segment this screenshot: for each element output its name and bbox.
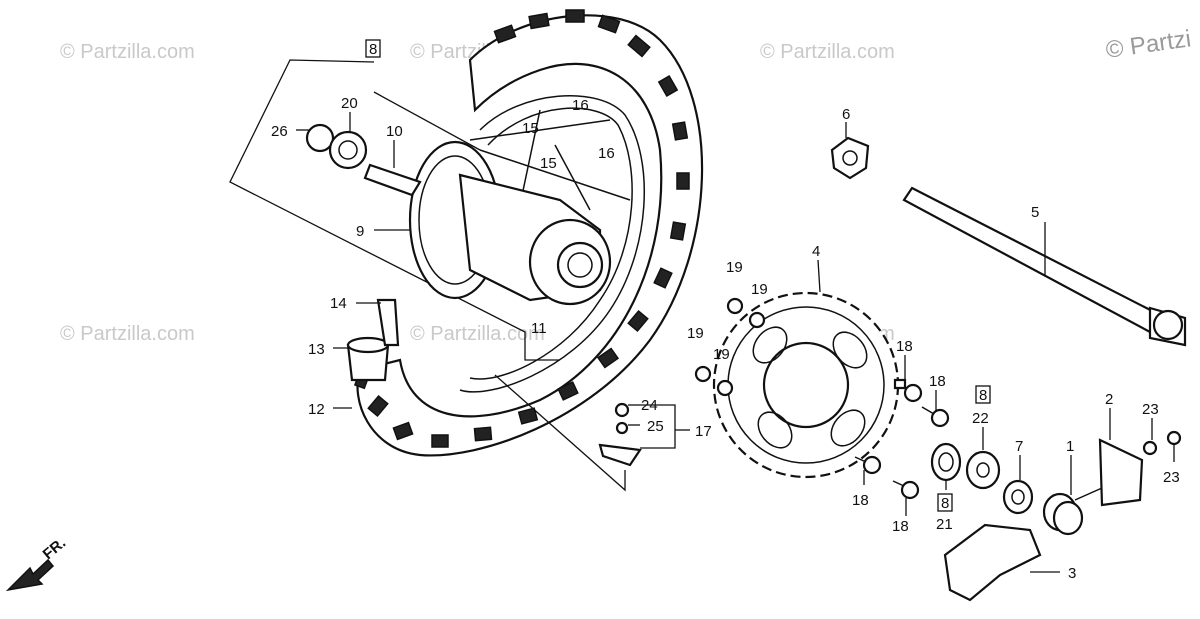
callout-21: 21	[936, 516, 953, 533]
hub-small-parts	[305, 123, 422, 197]
tire-tread	[353, 9, 690, 448]
callout-17: 17	[695, 423, 712, 440]
front-direction-label: FR.	[40, 535, 69, 564]
hub-bracket-lines	[229, 59, 560, 361]
callout-24: 24	[641, 397, 658, 414]
callout-26: 26	[271, 123, 288, 140]
callout-23: 23	[1142, 401, 1159, 418]
rear-axle	[902, 186, 1187, 347]
callout-20: 20	[341, 95, 358, 112]
rear-rim	[459, 94, 645, 393]
callout-19: 19	[687, 325, 704, 342]
boxed-mark-8-mid: 8	[979, 387, 987, 404]
boxed-mark-8-top: 8	[369, 41, 377, 58]
callout-10: 10	[386, 123, 403, 140]
callout-15: 15	[522, 120, 539, 137]
watermark-text: © Partzilla.com	[60, 323, 195, 345]
callout-25: 25	[647, 418, 664, 435]
sprocket-nuts	[694, 297, 766, 397]
driven-sprocket	[712, 291, 900, 479]
axle-nut	[830, 136, 870, 180]
leader-lines	[296, 112, 1175, 573]
callout-12: 12	[308, 401, 325, 418]
watermark-text: © Partzilla.com	[410, 323, 545, 345]
sprocket-bolts	[854, 378, 950, 500]
callout-16: 16	[598, 145, 615, 162]
callout-11: 11	[531, 320, 547, 337]
callout-13: 13	[308, 341, 325, 358]
watermark-text: © Partzilla.com	[760, 41, 895, 63]
watermark-corner-text: © Partzi	[1104, 25, 1193, 64]
boxed-reference-marks: 8 8 8	[365, 39, 991, 512]
callout-19: 19	[713, 346, 730, 363]
tube-and-strip	[346, 298, 400, 382]
callout-9: 9	[356, 223, 364, 240]
callout-19: 19	[751, 281, 768, 298]
front-direction-marker: FR.	[5, 535, 69, 592]
valve-parts	[494, 374, 642, 492]
callout-2: 2	[1105, 391, 1113, 408]
callout-18: 18	[852, 492, 869, 509]
callout-14: 14	[330, 295, 347, 312]
callout-18: 18	[892, 518, 909, 535]
callout-labels: 26 20 10 9 15 15 16 16 14 13 12 11 24 25…	[271, 95, 1180, 582]
callout-16: 16	[572, 97, 589, 114]
callout-19: 19	[726, 259, 743, 276]
rear-tire	[353, 9, 704, 457]
watermark-text: © Partzilla.com	[60, 41, 195, 63]
callout-4: 4	[812, 243, 820, 260]
callout-6: 6	[842, 106, 850, 123]
callout-15: 15	[540, 155, 557, 172]
callout-7: 7	[1015, 438, 1023, 455]
callout-18: 18	[929, 373, 946, 390]
callout-5: 5	[1031, 204, 1039, 221]
boxed-mark-8-low: 8	[941, 495, 949, 512]
chain-adjuster-set	[943, 430, 1182, 602]
rear-hub	[408, 140, 612, 306]
callout-3: 3	[1068, 565, 1076, 582]
callout-18: 18	[896, 338, 913, 355]
callout-23: 23	[1163, 469, 1180, 486]
callout-1: 1	[1066, 438, 1074, 455]
side-bearing-set	[930, 442, 1034, 515]
callout-22: 22	[972, 410, 989, 427]
